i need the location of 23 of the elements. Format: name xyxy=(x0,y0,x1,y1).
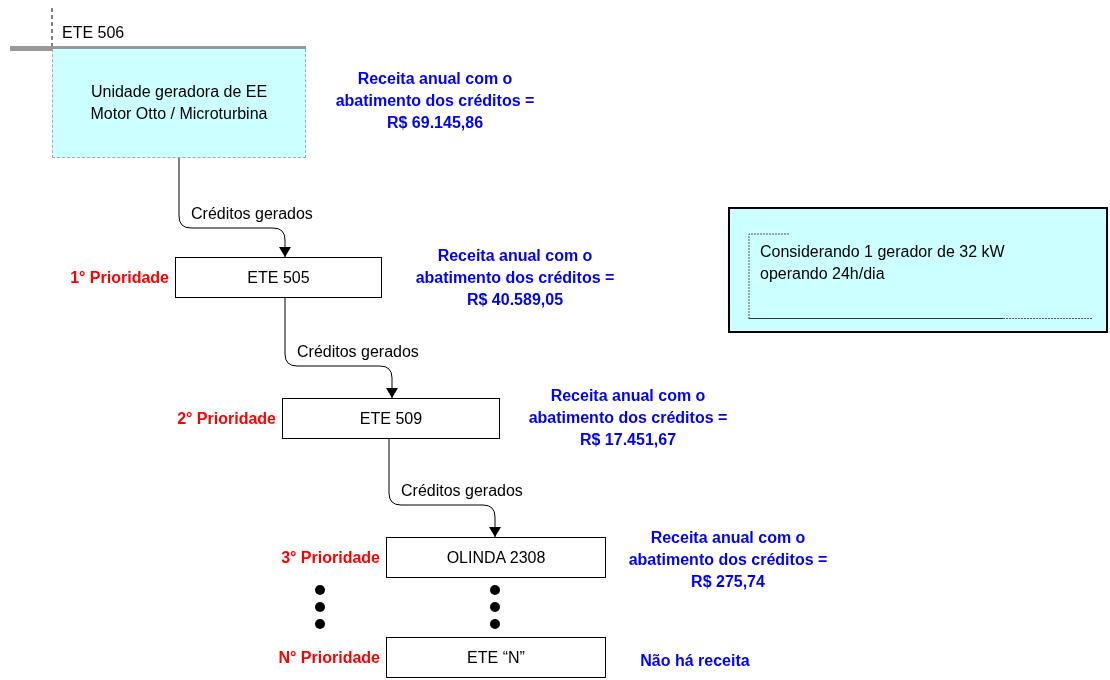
process-box: ETE 509 xyxy=(282,398,500,439)
revenue-note: Receita anual com o abatimento dos créditos = R$ 40.589,05 xyxy=(414,246,616,310)
priority-label: 3° Prioridade xyxy=(281,549,380,566)
priority-label: 1° Prioridade xyxy=(70,269,169,286)
revenue-note: Receita anual com o abatimento dos créditos = R$ 17.451,67 xyxy=(527,386,729,450)
revenue-note: Não há receita xyxy=(639,651,751,671)
process-box: Unidade geradora de EE Motor Otto / Microturbina xyxy=(52,49,306,158)
priority-label: 2° Prioridade xyxy=(177,410,276,427)
note-box xyxy=(728,207,1108,333)
process-box: OLINDA 2308 xyxy=(386,537,606,578)
process-box: ETE 505 xyxy=(175,257,382,298)
note-text: Considerando 1 gerador de 32 kW operando 24h/dia xyxy=(760,242,1006,284)
revenue-note: Receita anual com o abatimento dos créditos = R$ 275,74 xyxy=(627,528,829,592)
edge-label: Créditos gerados xyxy=(191,206,313,222)
edge-label: Créditos gerados xyxy=(297,344,419,360)
priority-label: N° Prioridade xyxy=(278,649,380,666)
process-box: ETE “N” xyxy=(386,637,606,678)
revenue-note: Receita anual com o abatimento dos créditos = R$ 69.145,86 xyxy=(334,69,536,133)
arrow xyxy=(284,297,398,399)
site-heading: ETE 506 xyxy=(62,25,125,41)
arrow xyxy=(178,157,291,258)
edge-label: Créditos gerados xyxy=(401,483,523,499)
arrow xyxy=(388,438,501,538)
